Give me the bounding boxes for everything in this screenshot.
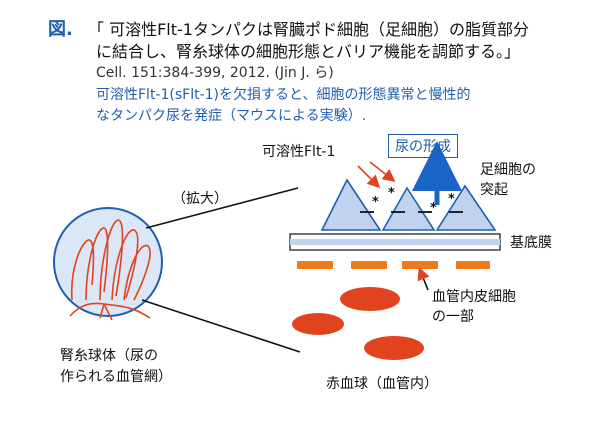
label-red-blood-cells: 赤血球（血管内） bbox=[326, 376, 438, 392]
svg-text:*: * bbox=[372, 195, 379, 210]
summary-line-1: 可溶性Flt-1(sFlt-1)を欠損すると、細胞の形態異常と慢性的 bbox=[96, 87, 471, 103]
label-basement-membrane: 基底膜 bbox=[510, 235, 552, 251]
basement-membrane bbox=[289, 233, 501, 251]
red-blood-cells bbox=[292, 287, 424, 360]
podocyte-foot-processes bbox=[320, 178, 497, 231]
label-foot-process-2: 突起 bbox=[480, 182, 508, 198]
label-glomerulus-1: 腎糸球体（尿の bbox=[60, 348, 158, 364]
sflt1-markers: * * * * bbox=[372, 186, 455, 216]
label-endothelium-2: の一部 bbox=[432, 309, 474, 325]
label-foot-process-1: 足細胞の bbox=[480, 162, 536, 178]
endothelium-pointer bbox=[417, 267, 430, 291]
title-line-1: 「 可溶性Flt-1タンパクは腎臓ポド細胞（足細胞）の脂質部分 bbox=[88, 20, 529, 39]
svg-text:*: * bbox=[430, 201, 437, 216]
glomerulus bbox=[53, 207, 163, 321]
label-sflt1: 可溶性Flt-1 bbox=[262, 144, 336, 160]
title-line-2: に結合し、腎糸球体の細胞形態とバリア機能を調節する。」 bbox=[96, 42, 521, 61]
label-urine-formation: 尿の形成 bbox=[388, 134, 458, 158]
summary-line-2: なタンパク尿を発症（マウスによる実験）. bbox=[96, 108, 367, 124]
figure-label: 図. bbox=[48, 19, 73, 40]
sflt1-arrows bbox=[357, 161, 396, 189]
zoom-lines bbox=[141, 187, 301, 353]
svg-text:*: * bbox=[448, 192, 455, 207]
label-glomerulus-2: 作られる血管網） bbox=[60, 369, 172, 385]
citation: Cell. 151:384-399, 2012. (Jin J. ら) bbox=[96, 65, 334, 81]
svg-text:*: * bbox=[388, 186, 395, 201]
endothelial-cells bbox=[297, 261, 490, 269]
label-zoom: （拡大） bbox=[172, 191, 228, 207]
label-endothelium-1: 血管内皮細胞 bbox=[432, 289, 516, 305]
